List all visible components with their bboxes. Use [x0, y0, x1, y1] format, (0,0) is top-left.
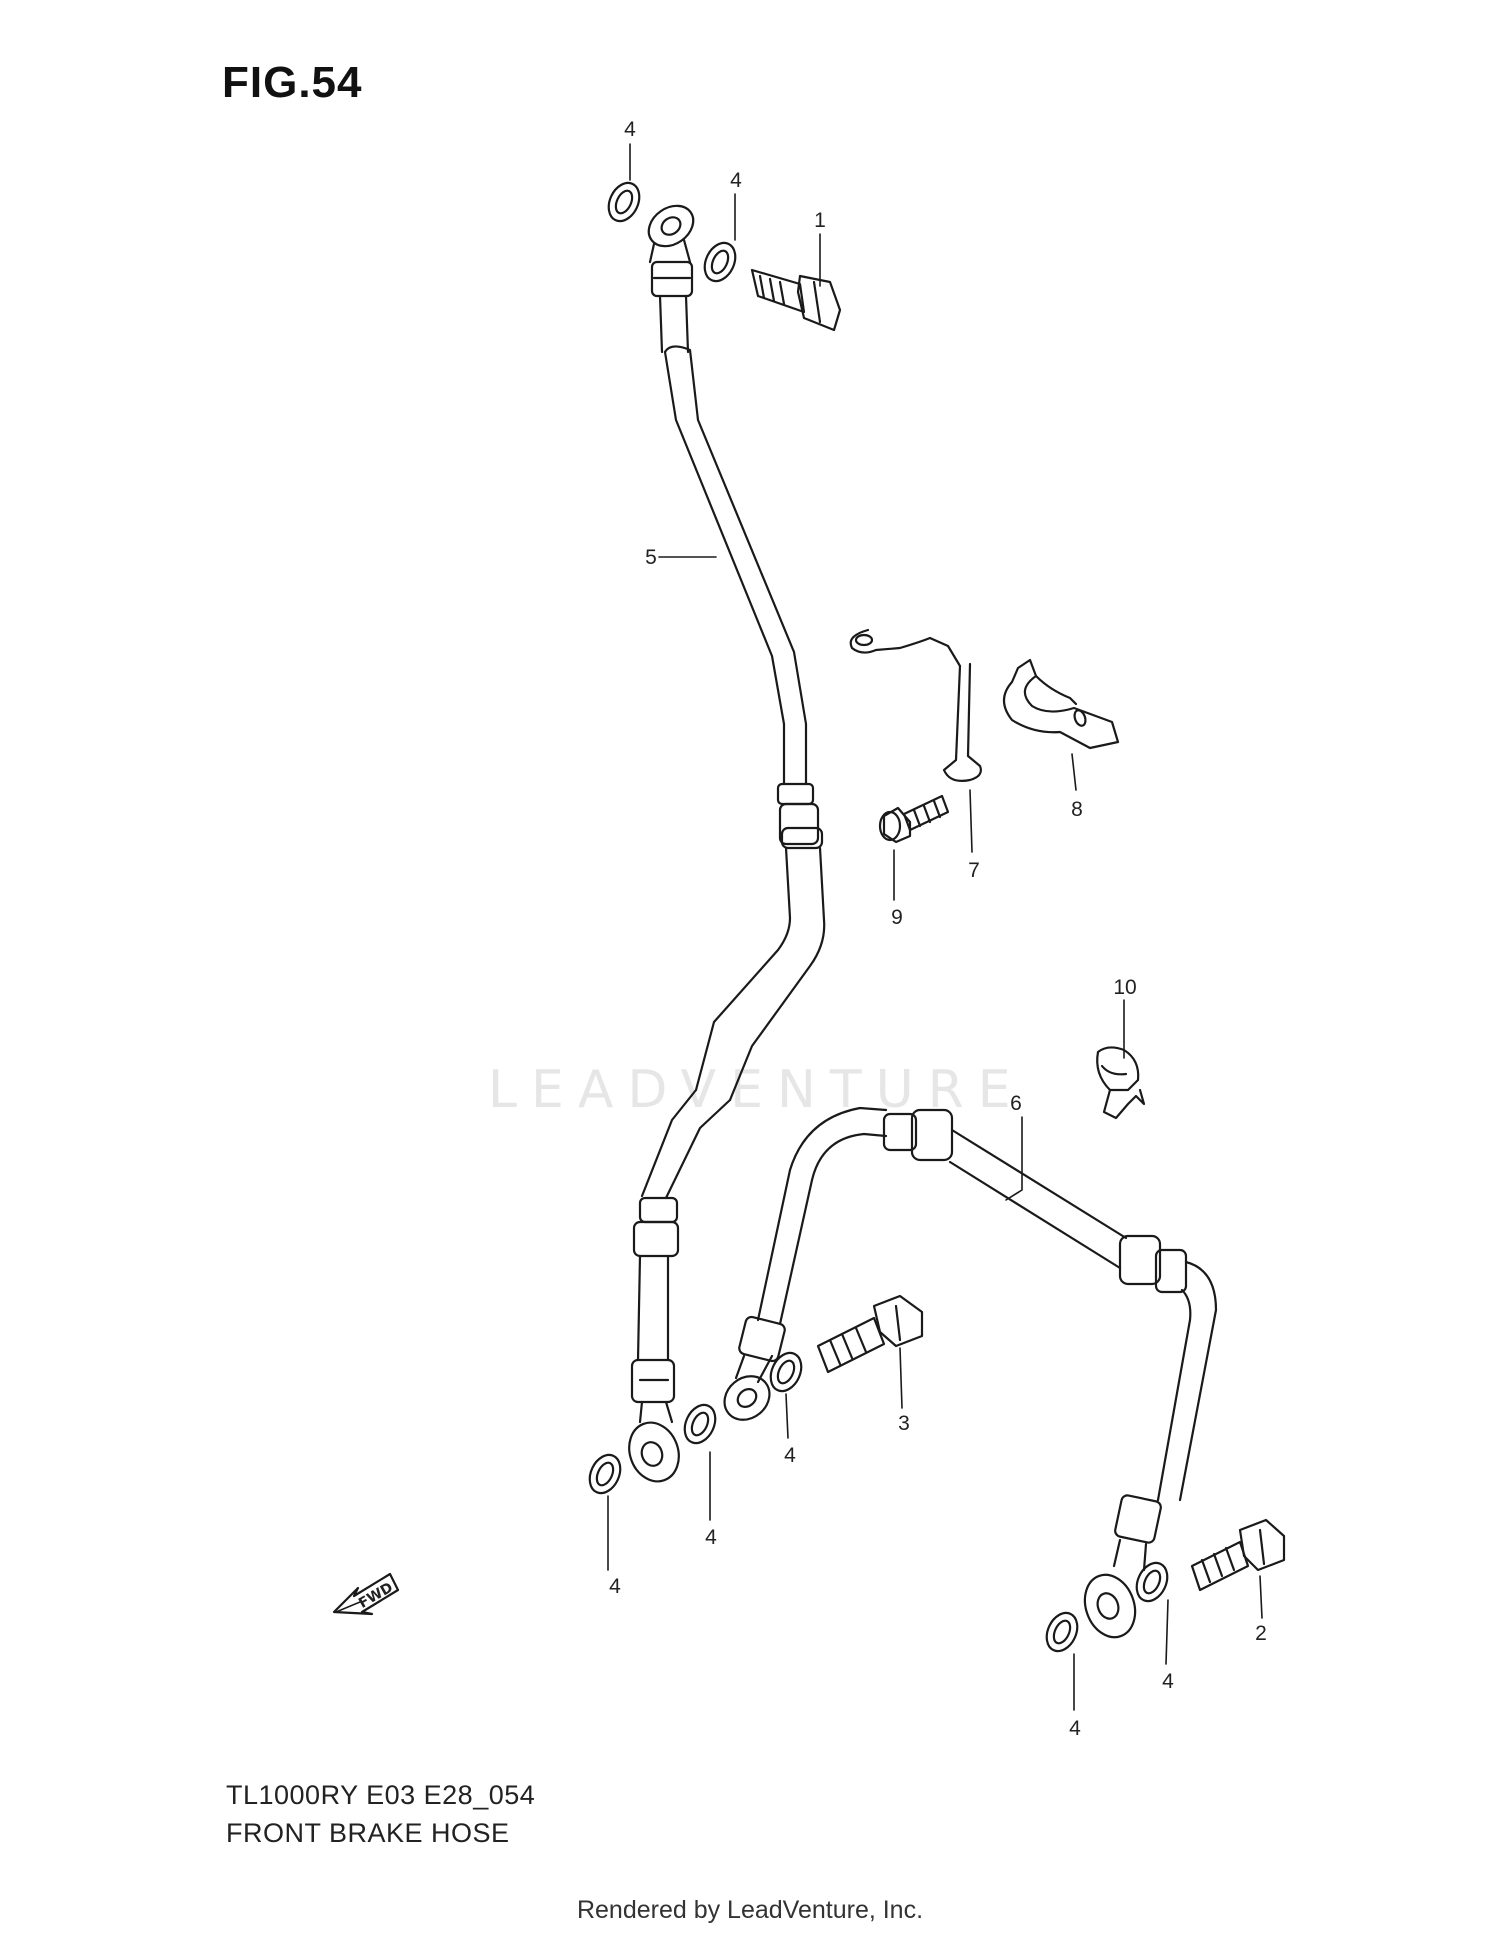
- callout-5: 5: [645, 546, 657, 569]
- callout-8: 8: [1071, 798, 1083, 821]
- washer-top-right[interactable]: [699, 238, 741, 286]
- leader-lines: [607, 143, 1263, 1711]
- washer-lower-right-1[interactable]: [1041, 1608, 1083, 1656]
- washer-lower-right-2[interactable]: [1131, 1558, 1173, 1606]
- callout-7: 7: [968, 859, 980, 882]
- bolt-9[interactable]: [878, 794, 950, 844]
- section-name: FRONT BRAKE HOSE: [226, 1818, 510, 1848]
- footer-credit: Rendered by LeadVenture, Inc.: [576, 1896, 924, 1924]
- clamp-10[interactable]: [1096, 1046, 1146, 1120]
- model-code: TL1000RY E03 E28_054: [226, 1780, 536, 1810]
- washer-middle[interactable]: [765, 1348, 807, 1396]
- callout-4-top-left: 4: [624, 118, 636, 141]
- brake-hose-5[interactable]: [621, 197, 826, 1488]
- fwd-arrow-icon: [332, 1572, 400, 1616]
- washer-lower-left-2[interactable]: [679, 1400, 721, 1448]
- union-bolt-2[interactable]: [1190, 1518, 1286, 1592]
- brake-hose-6[interactable]: [716, 1106, 1218, 1644]
- union-bolt-3[interactable]: [816, 1294, 924, 1374]
- callout-2: 2: [1255, 1622, 1267, 1645]
- union-bolt-1[interactable]: [750, 268, 842, 332]
- callout-4-lower-left-1: 4: [609, 1575, 621, 1598]
- callout-4-lower-right-2: 4: [1162, 1670, 1174, 1693]
- hose-guide-7[interactable]: [849, 628, 982, 782]
- callout-4-top-right: 4: [730, 169, 742, 192]
- callout-9: 9: [891, 906, 903, 929]
- washer-lower-left-1[interactable]: [584, 1450, 626, 1498]
- callout-10: 10: [1113, 976, 1136, 999]
- washer-top-left[interactable]: [603, 178, 645, 226]
- clamp-8[interactable]: [1002, 658, 1120, 750]
- callout-6: 6: [1010, 1092, 1022, 1115]
- callout-4-lower-right-1: 4: [1069, 1717, 1081, 1740]
- figure-title: FIG.54: [222, 58, 363, 107]
- callout-4-lower-left-2: 4: [705, 1526, 717, 1549]
- callout-4-middle: 4: [784, 1444, 796, 1467]
- callout-3: 3: [898, 1412, 910, 1435]
- callout-1: 1: [814, 209, 826, 232]
